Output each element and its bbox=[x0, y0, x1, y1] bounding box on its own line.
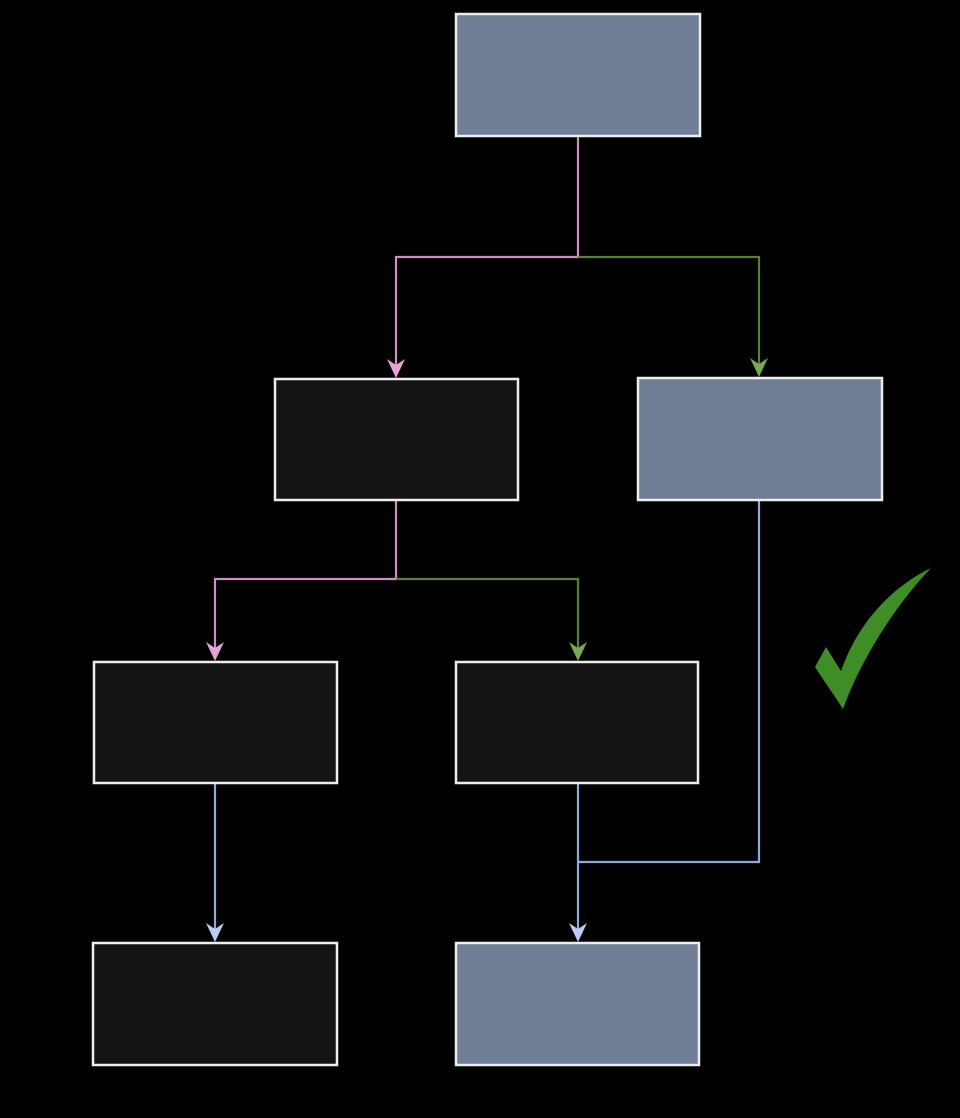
edge-root-to-level2-left-arrowhead-icon bbox=[387, 359, 405, 378]
node-level2-left bbox=[273, 377, 520, 502]
node-level2-right bbox=[636, 376, 884, 502]
node-level3-middle bbox=[454, 660, 700, 785]
edge-root-to-level2-right bbox=[578, 255, 761, 365]
edge-level3-left-to-level4-left-arrowhead-icon bbox=[206, 923, 224, 942]
edge-level2-to-level3-left bbox=[213, 501, 398, 649]
edge-root-to-level2-left bbox=[394, 137, 580, 366]
edge-root-to-level2-right-arrowhead-icon bbox=[750, 358, 768, 377]
edge-level2-right-to-merge bbox=[578, 501, 761, 864]
checkmark-icon bbox=[815, 568, 931, 709]
node-level4-right bbox=[454, 941, 701, 1067]
node-level3-left bbox=[92, 660, 339, 785]
node-level4-left bbox=[91, 941, 339, 1067]
edge-level2-to-level3-left-arrowhead-icon bbox=[206, 642, 224, 661]
edge-level3-middle-to-level4-right-arrowhead-icon bbox=[569, 923, 587, 942]
node-root bbox=[454, 12, 702, 138]
edge-level2-to-level3-middle bbox=[396, 577, 580, 649]
edge-level2-to-level3-middle-arrowhead-icon bbox=[569, 642, 587, 661]
